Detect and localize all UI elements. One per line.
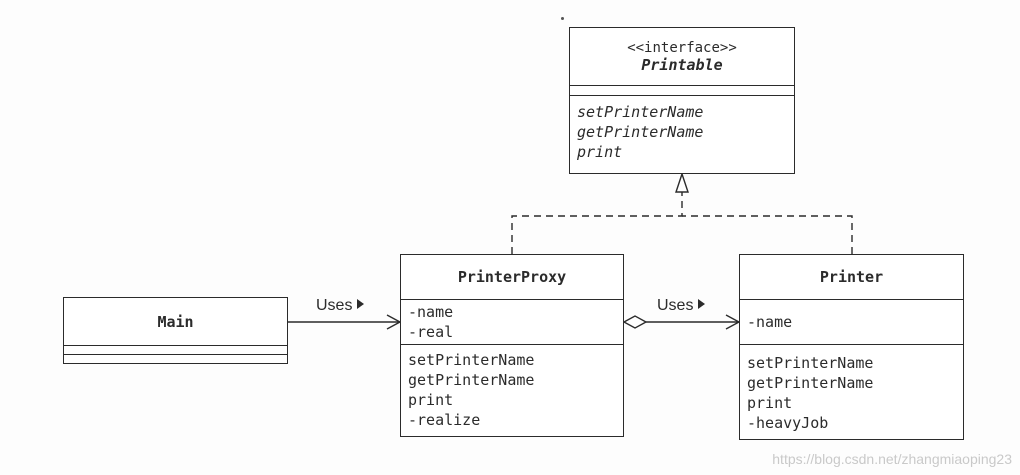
printer-proxy-field: -name [408,303,454,321]
printer-proxy-method: print [408,391,454,409]
printer-method: print [747,394,793,412]
printer-method: getPrinterName [747,374,874,392]
printer-proxy-method: -realize [408,411,481,429]
main-fields-section [64,345,287,354]
direction-triangle-icon [357,299,365,309]
printable-methods-section: setPrinterName getPrinterName print [570,95,794,162]
printable-interface-box: <<interface>> Printable setPrinterName g… [569,27,795,174]
realization-printer-line [682,215,853,254]
printer-name-section: Printer [740,255,963,299]
proxy-uses-label: Uses [657,297,706,315]
printer-proxy-method: getPrinterName [408,371,535,389]
realization-hollow-arrowhead [675,171,689,193]
main-uses-text: Uses [316,297,353,314]
printable-method: print [577,143,623,161]
printable-name-section: <<interface>> Printable [570,28,794,85]
printable-method: setPrinterName [577,103,704,121]
printer-proxy-methods-section: setPrinterName getPrinterName print -rea… [401,344,623,430]
printer-proxy-field: -real [408,323,454,341]
realization-proxy-line [511,192,683,254]
main-uses-label: Uses [316,297,365,315]
printer-proxy-fields-section: -name -real [401,299,623,344]
printer-methods-section: setPrinterName getPrinterName print -hea… [740,344,963,433]
proxy-uses-text: Uses [657,297,694,314]
printer-proxy-class-box: PrinterProxy -name -real setPrinterName … [400,254,624,437]
main-name-section: Main [64,298,287,345]
printer-name: Printer [819,268,884,286]
printer-method: setPrinterName [747,354,874,372]
printable-stereotype: <<interface>> [627,39,737,56]
main-class-box: Main [63,297,288,364]
watermark-text: https://blog.csdn.net/zhangmiaoping23 [772,451,1012,467]
printer-proxy-name-section: PrinterProxy [401,255,623,299]
printer-fields-section: -name [740,299,963,344]
stray-dot [561,17,564,20]
printer-method: -heavyJob [747,414,829,432]
printable-name: Printable [641,55,723,74]
printable-method: getPrinterName [577,123,704,141]
printer-proxy-method: setPrinterName [408,351,535,369]
main-name: Main [157,312,194,331]
printer-class-box: Printer -name setPrinterName getPrinterN… [739,254,964,440]
direction-triangle-icon [698,299,706,309]
printer-field: -name [747,313,793,331]
main-methods-section [64,354,287,362]
printable-fields-section [570,85,794,95]
aggregation-diamond [622,315,648,329]
printer-proxy-name: PrinterProxy [457,268,567,286]
